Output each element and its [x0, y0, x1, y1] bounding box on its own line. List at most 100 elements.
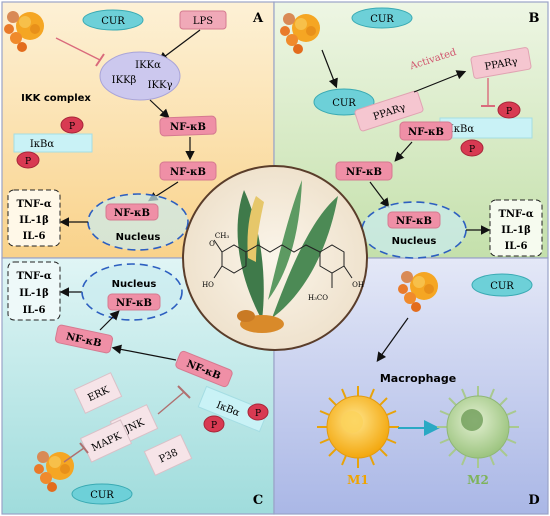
- cur-oval-c: [71, 483, 133, 505]
- ikba-label-b: IκBα: [450, 124, 475, 135]
- m2-label: M2: [467, 473, 489, 487]
- lps-box: [179, 10, 227, 30]
- m1-macrophage-icon: [317, 386, 399, 468]
- p-label-b2: P: [469, 145, 475, 155]
- panel-letter-a: A: [252, 11, 264, 26]
- cytokine-tnf-c: TNF-α: [16, 271, 51, 282]
- och3-bottom-label: H₃CO: [308, 294, 328, 302]
- cur-inhibits-ikk-line: [55, 37, 101, 61]
- o-top-label: O: [209, 240, 215, 248]
- p-label-a2: P: [25, 157, 31, 167]
- nucleus-label-c: Nucleus: [112, 279, 157, 290]
- ppar-box-2: [470, 47, 532, 79]
- ikba-box-a: [13, 133, 93, 153]
- panel-letter-d: D: [528, 493, 539, 508]
- nfkb-box-a3: [105, 203, 159, 221]
- p-ball-b2: [460, 139, 484, 157]
- inhibition-bar-c1: [177, 385, 191, 399]
- nfkb-label-a2: NF-κB: [170, 167, 206, 178]
- cytokine-box-a: [7, 189, 61, 247]
- p-label-c2: P: [211, 421, 217, 431]
- oh-right-label: OH: [352, 281, 364, 289]
- curcumin-structure: [213, 239, 353, 288]
- turmeric-leaf-right: [272, 196, 338, 318]
- nfkb-label-b2: NF-κB: [346, 167, 382, 178]
- ikk-complex-label: IKK complex: [21, 93, 91, 104]
- center-curcumin-illustration: CH₃ O HO H₃CO OH: [182, 165, 368, 351]
- cytokine-box-b: [489, 199, 543, 257]
- cytokine-tnf-b: TNF-α: [498, 209, 533, 220]
- nfkb-label-b1: NF-κB: [408, 127, 444, 138]
- erk-box: [73, 372, 123, 414]
- cytokine-il1b-b: IL-1β: [501, 225, 531, 236]
- m1-label: M1: [347, 473, 369, 487]
- p-label-c1: P: [255, 409, 261, 419]
- nfkb-box-b1: [399, 121, 453, 141]
- p-ball-b1: [497, 101, 521, 119]
- cur-label-a: CUR: [101, 16, 125, 27]
- panel-d: CUR Macrophage M1: [317, 271, 533, 487]
- nfkb-to-nucleus-arrow-c: [99, 310, 120, 331]
- ikk-beta-label: IKKβ: [112, 75, 137, 86]
- lps-to-ikk-arrow: [158, 29, 201, 62]
- cytokine-il6-a: IL-6: [23, 231, 46, 242]
- nfkb-label-a3: NF-κB: [114, 208, 150, 219]
- inhibition-bar-a: [95, 53, 105, 67]
- cur-oval-b2: [313, 88, 375, 116]
- nfkb-release-arrow-c: [111, 344, 177, 361]
- nfkb-box-b3: [387, 211, 441, 229]
- cytokine-tnf-a: TNF-α: [16, 199, 51, 210]
- nfkb-box-b2: [335, 161, 393, 181]
- inhibition-bar-c2: [79, 442, 89, 454]
- turmeric-flower-stalk: [247, 196, 264, 262]
- p-ball-a1: [60, 116, 84, 134]
- ikk-complex-oval: [99, 51, 181, 101]
- m2-macrophage-icon: [437, 386, 519, 468]
- mapk-inhibits-line: [157, 391, 185, 415]
- panel-letter-b: B: [529, 11, 540, 26]
- nfkb-box-a1: [159, 115, 217, 137]
- cur-label-d: CUR: [490, 281, 514, 292]
- nucleus-c: [81, 263, 183, 321]
- ppar-box-1: [354, 90, 424, 132]
- lps-label: LPS: [193, 16, 213, 27]
- ikk-alpha-label: IKKα: [135, 60, 161, 71]
- p-label-b1: P: [506, 107, 512, 117]
- cur-label-b1: CUR: [370, 14, 394, 25]
- p-ball-a2: [16, 151, 40, 169]
- cytokine-il1b-a: IL-1β: [19, 215, 49, 226]
- nfkb-release-arrow-b: [394, 141, 413, 162]
- cur-oval-a: [82, 9, 144, 31]
- cytokine-il6-c: IL-6: [23, 305, 46, 316]
- nfkb-to-nucleus-arrow-b: [369, 181, 390, 208]
- cytokine-il6-b: IL-6: [505, 241, 528, 252]
- cur-label-b2: CUR: [332, 98, 356, 109]
- nfkb-box-c2: [54, 324, 114, 354]
- nucleus-b: [361, 201, 467, 259]
- turmeric-leaf-back: [268, 180, 302, 300]
- flower-to-cur-arrow-b: [321, 49, 338, 89]
- nfkb-box-a2: [159, 161, 217, 181]
- ppar-activation-arrow: [413, 70, 467, 93]
- cur-oval-b1: [351, 7, 413, 29]
- nfkb-label-b3: NF-κB: [396, 216, 432, 227]
- turmeric-rhizome-2: [237, 310, 255, 322]
- panel-a: CUR LPS IKKα IKKβ IKKγ IKK complex IκBα …: [4, 9, 227, 251]
- nfkb-label-a1: NF-κB: [170, 122, 206, 133]
- p38-box: [143, 434, 193, 476]
- panel-letter-c: C: [253, 493, 263, 508]
- cur-oval-d: [471, 273, 533, 297]
- ikk-gamma-label: IKKγ: [148, 80, 173, 91]
- ikk-to-nfkb-arrow: [149, 99, 170, 119]
- cur-label-c: CUR: [90, 490, 114, 501]
- ho-left-label: HO: [202, 281, 214, 289]
- panel-c: TNF-α IL-1β IL-6 Nucleus NF-κB NF-κB NF-…: [7, 261, 269, 505]
- p-label-a1: P: [69, 122, 75, 132]
- nucleus-label-a: Nucleus: [116, 232, 161, 243]
- nfkb-label-c1: NF-κB: [116, 298, 152, 309]
- nfkb-box-c1: [107, 293, 161, 311]
- cur-inhibits-mapk-line: [63, 447, 85, 463]
- p-ball-c1: [247, 403, 269, 421]
- macrophage-label: Macrophage: [380, 372, 456, 385]
